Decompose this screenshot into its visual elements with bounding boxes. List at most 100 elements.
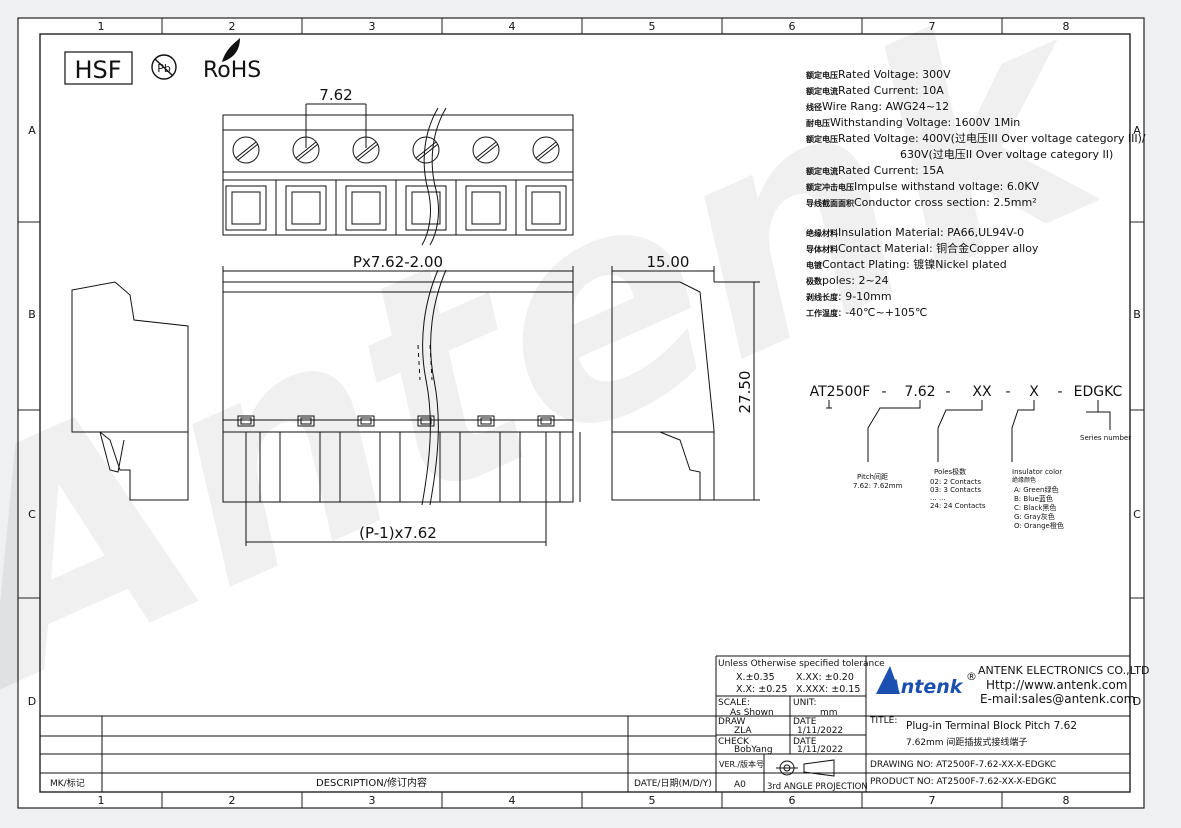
wire-opening <box>285 185 327 231</box>
title-block-text: Unless Otherwise specified toleranceX.±0… <box>50 659 1149 792</box>
leaf-icon <box>222 38 240 62</box>
zone-row-right: C <box>1133 508 1141 521</box>
hsf-mark: HSF <box>74 56 121 84</box>
wire-opening <box>525 185 567 231</box>
product-no: PRODUCT NO: AT2500F-7.62-XX-X-EDGKC <box>870 777 1057 787</box>
zone-row-left: D <box>28 695 36 708</box>
series-label: Series number <box>1080 434 1131 442</box>
wire-opening <box>465 185 507 231</box>
wire-opening <box>405 185 447 231</box>
unit-value: mm <box>820 708 838 718</box>
part-code-segment: 7.62 <box>904 384 935 400</box>
company-email: E-mail:sales@antenk.com <box>980 692 1135 706</box>
zone-row-left: C <box>28 508 36 521</box>
svg-text:15.00: 15.00 <box>647 253 690 271</box>
company-http: Http://www.antenk.com <box>986 678 1127 692</box>
svg-text:27.50: 27.50 <box>736 371 754 414</box>
spec-line: 额定电流Rated Current: 10A <box>806 84 944 97</box>
poles-line: ... ... <box>930 494 946 502</box>
part-code-segment: - <box>881 384 886 400</box>
test-slot <box>357 415 375 427</box>
poles-title: Poles极数 <box>934 467 966 476</box>
height-dimension: 27.50 <box>714 281 760 501</box>
mk-label: MK/标记 <box>50 777 85 789</box>
company-name: ANTENK ELECTRONICS CO.,LTD <box>978 664 1149 677</box>
color-title: Insulator color <box>1012 468 1062 476</box>
title-line1: Plug-in Terminal Block Pitch 7.62 <box>906 720 1077 732</box>
zone-col-top: 4 <box>509 20 516 33</box>
draw-label: DRAW <box>718 717 745 727</box>
zone-row-right: A <box>1133 124 1141 137</box>
check-label: CHECK <box>718 737 750 747</box>
company-logo: Antenk ® <box>876 666 977 698</box>
pb-mark: Pb <box>157 62 171 75</box>
zone-col-bottom: 5 <box>649 794 656 807</box>
wire-opening <box>345 185 387 231</box>
color-line: A: Green绿色 <box>1014 485 1058 494</box>
scale-value: As Shown <box>730 708 774 718</box>
zone-col-top: 6 <box>789 20 796 33</box>
svg-text:Antenk: Antenk <box>884 676 964 698</box>
check-value: BobYang <box>734 745 773 755</box>
title-line2: 7.62mm 间距插拔式接线端子 <box>906 736 1027 748</box>
color-line: C: Black黑色 <box>1014 503 1056 512</box>
depth-dimension: 15.00 <box>611 253 715 282</box>
compliance-marks: HSF Pb RoHS <box>64 38 261 85</box>
zone-col-top: 1 <box>98 20 105 33</box>
spec-line: 电镀Contact Plating: 镀镍Nickel plated <box>806 257 1007 271</box>
pitch-value: 7.62: 7.62mm <box>853 482 903 490</box>
color-cn: 绝缘颜色 <box>1012 476 1036 484</box>
projection-label: 3rd ANGLE PROJECTION <box>767 782 868 792</box>
part-code-segment: AT2500F <box>810 384 871 400</box>
ver-value: A0 <box>734 780 746 790</box>
zone-col-bottom: 6 <box>789 794 796 807</box>
overall-width-dimension: Px7.62-2.00 <box>222 253 574 282</box>
date2-value: 1/11/2022 <box>797 745 843 755</box>
date2-label: DATE <box>793 737 817 747</box>
color-line: B: Blue蓝色 <box>1014 494 1053 503</box>
test-slot <box>537 415 555 427</box>
svg-text:(P-1)x7.62: (P-1)x7.62 <box>359 524 437 542</box>
tolerance-1b: X.XX: ±0.20 <box>796 672 854 683</box>
screw-icon <box>532 136 560 164</box>
color-line: G: Gray灰色 <box>1014 512 1055 521</box>
screw-icon <box>472 136 500 164</box>
test-slot <box>297 415 315 427</box>
spec-line: 额定电压Rated Voltage: 400V(过电压III Over volt… <box>806 132 1146 145</box>
tolerance-1a: X.±0.35 <box>736 672 775 683</box>
part-code-segment: - <box>945 384 950 400</box>
front-view <box>222 269 581 506</box>
zone-col-top: 5 <box>649 20 656 33</box>
spec-line: 额定电流Rated Current: 15A <box>806 164 944 177</box>
spec-line: 导体材料Contact Material: 铜合金Copper alloy <box>806 241 1039 255</box>
hsf-box <box>64 51 133 85</box>
zone-col-bottom: 1 <box>98 794 105 807</box>
wire-opening <box>225 185 267 231</box>
svg-text:Px7.62-2.00: Px7.62-2.00 <box>353 253 443 271</box>
part-code-segment: X <box>1029 384 1039 400</box>
scale-label: SCALE: <box>718 698 750 708</box>
pitch-dimension: 7.62 <box>305 86 367 148</box>
svg-text:7.62: 7.62 <box>319 86 352 104</box>
poles-line: 03: 3 Contacts <box>930 486 981 494</box>
test-slot <box>417 415 435 427</box>
draw-value: ZLA <box>734 726 752 736</box>
date-label: DATE <box>793 717 817 727</box>
zone-col-bottom: 4 <box>509 794 516 807</box>
spec-line: 耐电压Withstanding Voltage: 1600V 1Min <box>806 116 1020 129</box>
test-slot <box>237 415 255 427</box>
pb-free-icon <box>151 54 177 80</box>
zone-row-left: B <box>28 308 36 321</box>
zone-col-top: 7 <box>929 20 936 33</box>
screw-icon <box>412 136 440 164</box>
date-value: 1/11/2022 <box>797 726 843 736</box>
date-column-label: DATE/日期(M/D/Y) <box>634 778 712 789</box>
title-label: TITLE: <box>869 716 897 726</box>
pin-span-dimension: (P-1)x7.62 <box>245 432 547 546</box>
part-code-segment: - <box>1005 384 1010 400</box>
tolerance-title: Unless Otherwise specified tolerance <box>718 659 885 669</box>
part-code-segment: EDGKC <box>1074 384 1123 400</box>
